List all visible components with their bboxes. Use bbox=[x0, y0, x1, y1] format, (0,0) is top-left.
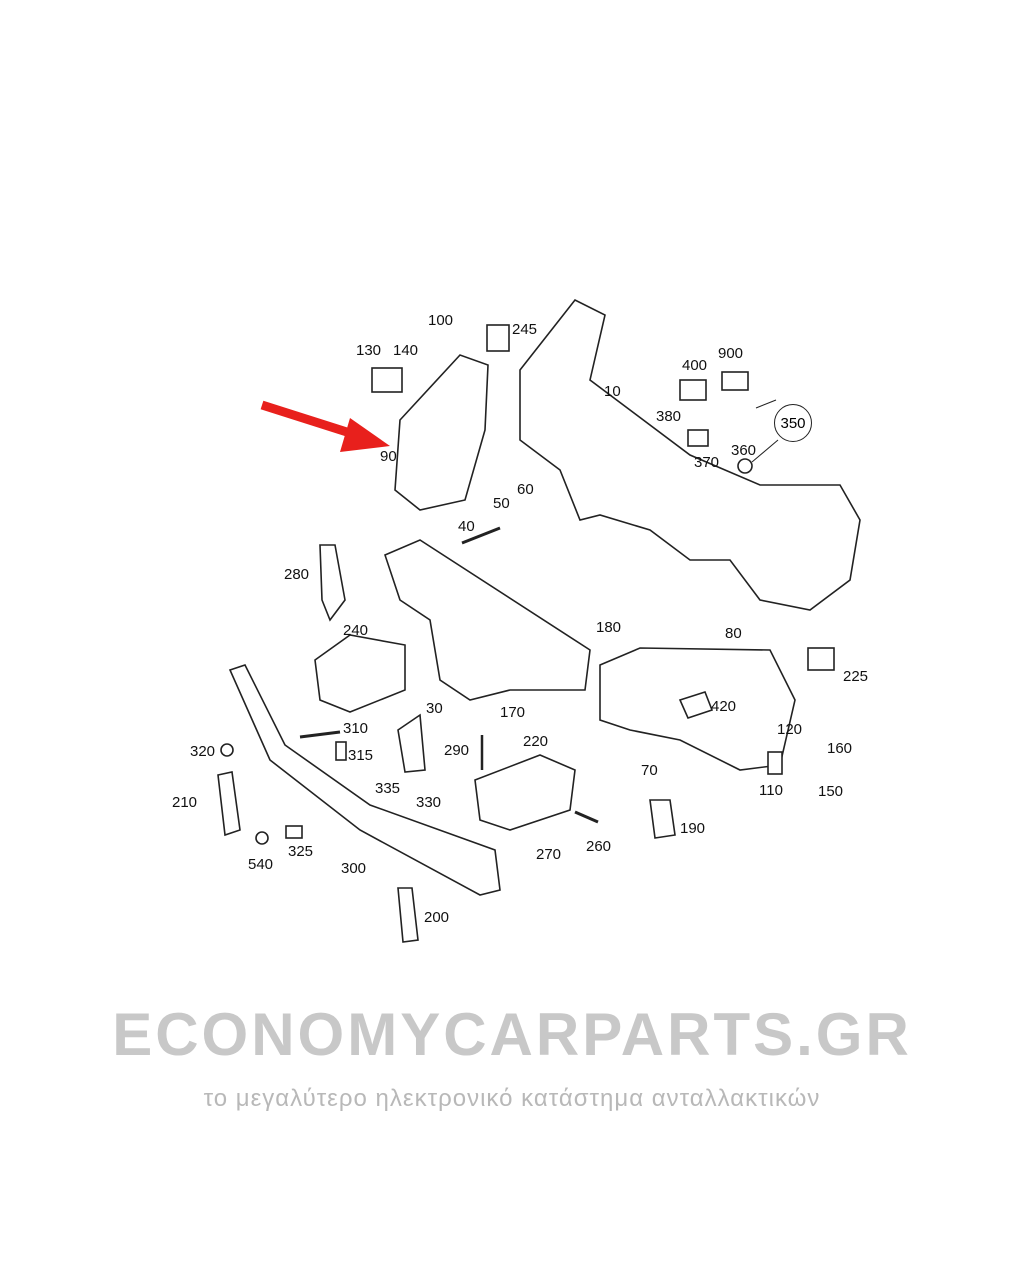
part-label-320: 320 bbox=[190, 743, 216, 760]
part-30-lower-crossmember bbox=[384, 539, 591, 701]
part-label-360: 360 bbox=[731, 442, 757, 459]
part-label-70: 70 bbox=[641, 762, 658, 779]
part-300-bumper-beam bbox=[228, 664, 501, 896]
part-label-325: 325 bbox=[288, 843, 314, 860]
part-245-bracket bbox=[486, 324, 510, 352]
part-label-310: 310 bbox=[343, 720, 369, 737]
part-370-bracket bbox=[687, 429, 709, 447]
leader-350 bbox=[755, 399, 777, 409]
leader-350b bbox=[751, 439, 779, 463]
part-label-300: 300 bbox=[341, 860, 367, 877]
part-420-pad bbox=[678, 691, 714, 719]
part-label-290: 290 bbox=[444, 742, 470, 759]
part-210-bracket bbox=[217, 771, 241, 837]
part-label-80: 80 bbox=[725, 625, 742, 642]
part-310-bolt bbox=[299, 730, 341, 739]
highlight-arrow-icon bbox=[340, 418, 390, 452]
part-label-50: 50 bbox=[493, 495, 510, 512]
part-330-plate bbox=[397, 713, 426, 773]
part-label-270: 270 bbox=[536, 846, 562, 863]
part-110-clip bbox=[767, 751, 783, 775]
part-label-900: 900 bbox=[718, 345, 744, 362]
part-label-330: 330 bbox=[416, 794, 442, 811]
part-label-140: 140 bbox=[393, 342, 419, 359]
watermark-brand: ECONOMYCARPARTS.GR bbox=[112, 1001, 912, 1068]
part-label-30: 30 bbox=[426, 700, 443, 717]
part-label-400: 400 bbox=[682, 357, 708, 374]
part-label-335: 335 bbox=[375, 780, 401, 797]
part-130-140-brackets bbox=[371, 367, 403, 393]
part-label-200: 200 bbox=[424, 909, 450, 926]
part-label-280: 280 bbox=[284, 566, 310, 583]
part-label-100: 100 bbox=[428, 312, 454, 329]
part-label-110: 110 bbox=[759, 782, 783, 799]
part-label-420: 420 bbox=[711, 698, 737, 715]
part-label-180: 180 bbox=[596, 619, 622, 636]
part-360-nut bbox=[737, 458, 753, 474]
part-label-245: 245 bbox=[512, 321, 538, 338]
part-label-190: 190 bbox=[680, 820, 706, 837]
part-90-bracket bbox=[394, 354, 489, 511]
part-label-210: 210 bbox=[172, 794, 198, 811]
part-label-380: 380 bbox=[656, 408, 682, 425]
part-label-315: 315 bbox=[348, 747, 374, 764]
watermark-tagline: το μεγαλύτερο ηλεκτρονικό κατάστημα αντα… bbox=[203, 1085, 821, 1112]
part-190-bracket bbox=[649, 799, 676, 839]
part-label-120: 120 bbox=[777, 721, 803, 738]
part-label-160: 160 bbox=[827, 740, 853, 757]
part-label-170: 170 bbox=[500, 704, 526, 721]
part-10-upper-crossmember bbox=[519, 298, 861, 611]
part-900-plate bbox=[721, 371, 749, 391]
part-label-370: 370 bbox=[694, 454, 720, 471]
part-label-240: 240 bbox=[343, 622, 369, 639]
part-label-130: 130 bbox=[356, 342, 382, 359]
part-220-bracket bbox=[474, 754, 576, 831]
part-260-bolt bbox=[574, 810, 599, 824]
part-325-sleeve bbox=[285, 825, 303, 839]
part-label-540: 540 bbox=[248, 856, 274, 873]
part-280-bracket bbox=[319, 544, 346, 622]
part-label-10: 10 bbox=[604, 383, 621, 400]
part-label-60: 60 bbox=[517, 481, 534, 498]
part-label-350: 350 bbox=[774, 404, 812, 442]
part-label-40: 40 bbox=[458, 518, 475, 535]
part-400-bracket bbox=[679, 379, 707, 401]
part-240-absorber bbox=[314, 634, 406, 713]
part-315-sleeve bbox=[335, 741, 347, 761]
part-320-nut bbox=[220, 743, 234, 757]
part-label-220: 220 bbox=[523, 733, 549, 750]
part-label-225: 225 bbox=[843, 668, 869, 685]
part-40-bolt bbox=[461, 526, 501, 545]
part-200-bracket bbox=[397, 887, 419, 943]
part-label-260: 260 bbox=[586, 838, 612, 855]
part-label-150: 150 bbox=[818, 783, 844, 800]
label-text: 350 bbox=[780, 414, 806, 432]
part-540-bolt bbox=[255, 831, 269, 845]
part-225-bracket bbox=[807, 647, 835, 671]
part-label-90: 90 bbox=[380, 448, 397, 465]
